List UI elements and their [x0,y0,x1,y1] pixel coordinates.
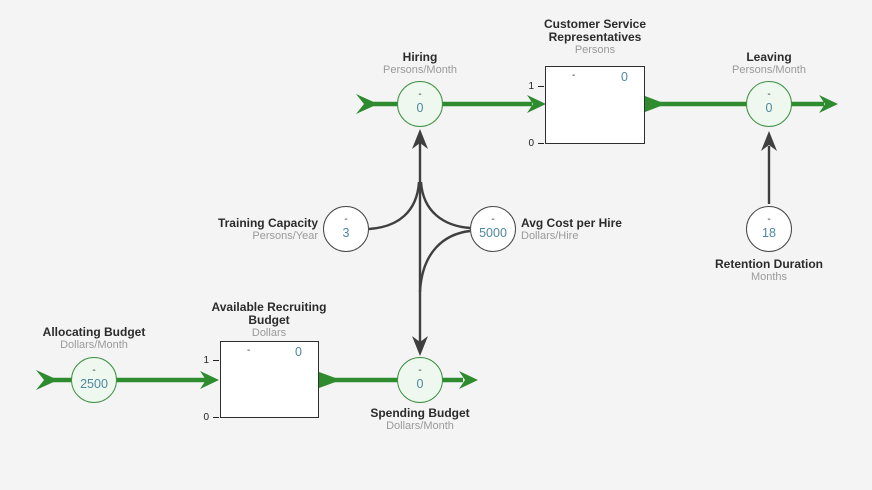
label-avg-cost-per-hire: Avg Cost per Hire Dollars/Hire [521,216,661,243]
node-title-line2: Budget [248,313,290,327]
sparkline-indicator: - [491,214,495,225]
variable-value: 3 [342,226,350,240]
flow-arrowhead-icon [200,371,219,389]
stock-node-customer-service-representatives[interactable]: - 0 [545,66,645,144]
label-spending-budget: Spending Budget Dollars/Month [350,406,490,433]
flow-value: 0 [416,101,424,115]
node-units: Persons [574,44,616,56]
variable-node-avg-cost-per-hire[interactable]: - 5000 [470,206,516,252]
label-training-capacity: Training Capacity Persons/Year [178,216,318,243]
node-title-line2: Representatives [548,30,642,44]
flow-node-spending-budget[interactable]: - 0 [397,357,443,403]
link-avg-cost-to-hiring [419,181,471,230]
node-title: Spending Budget [370,406,470,420]
flow-allocating-budget-arrow[interactable] [36,370,219,390]
axis-tick-mark [538,86,544,88]
sparkline-indicator: - [92,365,96,376]
flow-arrowhead-icon [819,95,838,113]
flow-taper-icon [319,372,341,388]
sparkline-indicator: - [572,70,576,81]
axis-tick-mark [213,360,219,362]
node-units: Months [750,271,788,283]
stock-value: 0 [621,70,628,84]
flow-arrowhead-icon [527,95,546,113]
axis-tick-label: 0 [528,138,534,149]
node-title-line1: Available Recruiting [211,300,327,314]
sparkline-indicator: - [767,214,771,225]
flow-value: 2500 [80,377,108,391]
flow-leaving-arrow[interactable] [645,95,838,113]
stock-value: 0 [295,345,302,359]
node-units: Dollars [251,327,287,339]
sparkline-indicator: - [418,365,422,376]
flow-hiring-arrow[interactable] [356,94,546,114]
link-arrowhead-up-icon [761,131,777,151]
axis-tick-mark [538,143,544,145]
node-title: Allocating Budget [42,325,146,339]
flow-arrowhead-icon [459,371,478,389]
flow-taper-icon [645,96,666,112]
flow-value: 0 [765,101,773,115]
label-allocating-budget: Allocating Budget Dollars/Month [24,325,164,352]
node-units: Persons/Year [252,230,318,242]
label-customer-service-representatives: Customer Service Representatives Persons [515,17,675,57]
sparkline-indicator: - [767,89,771,100]
node-units: Persons/Month [383,64,457,76]
node-units: Dollars/Hire [521,230,579,242]
label-retention-duration: Retention Duration Months [699,257,839,284]
node-title: Avg Cost per Hire [521,216,622,230]
node-title-line1: Customer Service [543,17,647,31]
flow-node-hiring[interactable]: - 0 [397,81,443,127]
axis-tick-label: 0 [203,412,209,423]
axis-tick-mark [213,417,219,419]
flow-source-icon [356,94,378,114]
link-arrowhead-up-icon [412,129,428,149]
sparkline-indicator: - [247,345,251,356]
node-units: Dollars/Month [386,420,454,432]
sparkline-indicator: - [344,214,348,225]
variable-value: 5000 [479,226,507,240]
flow-node-allocating-budget[interactable]: - 2500 [71,357,117,403]
link-retention-to-leaving[interactable] [761,131,777,204]
node-title: Training Capacity [217,216,318,230]
axis-tick-label: 1 [528,81,534,92]
link-training-capacity-to-hiring [368,181,421,231]
axis-tick-label: 1 [203,355,209,366]
sparkline-indicator: - [418,89,422,100]
node-title: Leaving [746,50,792,64]
label-available-recruiting-budget: Available Recruiting Budget Dollars [194,300,344,340]
link-bundle-center[interactable] [368,129,471,356]
variable-node-training-capacity[interactable]: - 3 [323,206,369,252]
flow-source-icon [36,370,58,390]
node-title: Hiring [402,50,438,64]
node-units: Dollars/Month [60,339,128,351]
stock-node-available-recruiting-budget[interactable]: - 0 [220,341,319,418]
flow-value: 0 [416,377,424,391]
variable-node-retention-duration[interactable]: - 18 [746,206,792,252]
label-leaving: Leaving Persons/Month [699,50,839,77]
variable-value: 18 [762,226,776,240]
flow-node-leaving[interactable]: - 0 [746,81,792,127]
label-hiring: Hiring Persons/Month [350,50,490,77]
node-units: Persons/Month [732,64,806,76]
link-avg-cost-to-spending [418,229,471,293]
node-title: Retention Duration [715,257,823,271]
link-arrowhead-down-icon [412,336,428,356]
